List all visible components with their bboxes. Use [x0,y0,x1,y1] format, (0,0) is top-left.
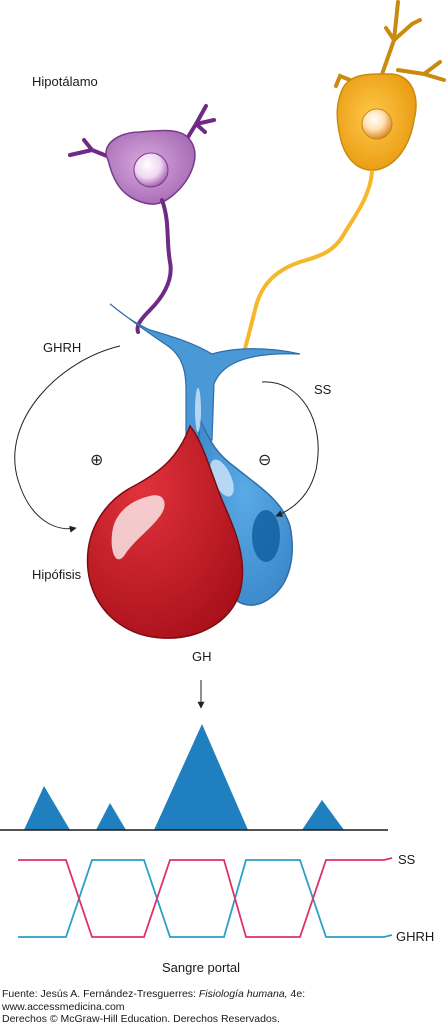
credit-edition: 4e: [287,988,306,1000]
stalk-highlight [195,388,201,432]
label-hipotalamo: Hipotálamo [32,74,98,89]
ss-dendrites [334,0,446,88]
somatotroph-highlight [111,495,165,560]
ss-neuron [242,0,446,354]
blue-lobe-highlight [210,459,234,497]
credit-book-title: Fisiología humana, [198,988,288,1000]
inhibition-minus-icon: ⊖ [258,450,272,469]
ss-inhibition-arrow [261,381,319,517]
gh-pulse-trace [0,724,388,831]
gh-pulse-4 [302,800,344,830]
gh-pulse-2 [96,803,126,830]
credit-source-line: Fuente: Jesús A. Fernández-Tresguerres: … [2,988,305,1001]
ghrh-stimulation-arrow [14,345,121,533]
label-ss-top: SS [314,382,332,397]
credit-prefix: Fuente: Jesús A. Fernández-Tresguerres: [2,988,199,1000]
ghrh-wave [18,859,393,938]
ghrh-nucleus [133,152,169,188]
portal-stalk [109,303,301,441]
source-credit: Fuente: Jesús A. Fernández-Tresguerres: … [2,988,305,1026]
label-sangre-portal: Sangre portal [162,960,241,975]
label-ss-wave: SS [398,852,416,867]
ss-wave [18,857,393,938]
blue-lobe-shadow [252,510,280,562]
gh-pulse-3 [154,724,248,830]
somatotroph-cell [86,424,244,639]
ghrh-axon [135,198,173,334]
label-gh: GH [192,649,212,664]
label-ghrh-top: GHRH [43,340,82,355]
credit-rights: Derechos © McGraw-Hill Education. Derech… [2,1013,280,1025]
gh-pulse-1 [24,786,70,830]
ss-axon [242,170,374,354]
label-hipofisis: Hipófisis [32,567,82,582]
ss-nucleus [361,108,393,140]
stimulation-plus-icon: ⊕ [90,450,104,469]
ghrh-dendrites [68,104,216,160]
ghrh-neuron [68,104,216,334]
label-ghrh-wave: GHRH [396,929,435,944]
credit-url[interactable]: www.accessmedicina.com [2,1000,125,1013]
